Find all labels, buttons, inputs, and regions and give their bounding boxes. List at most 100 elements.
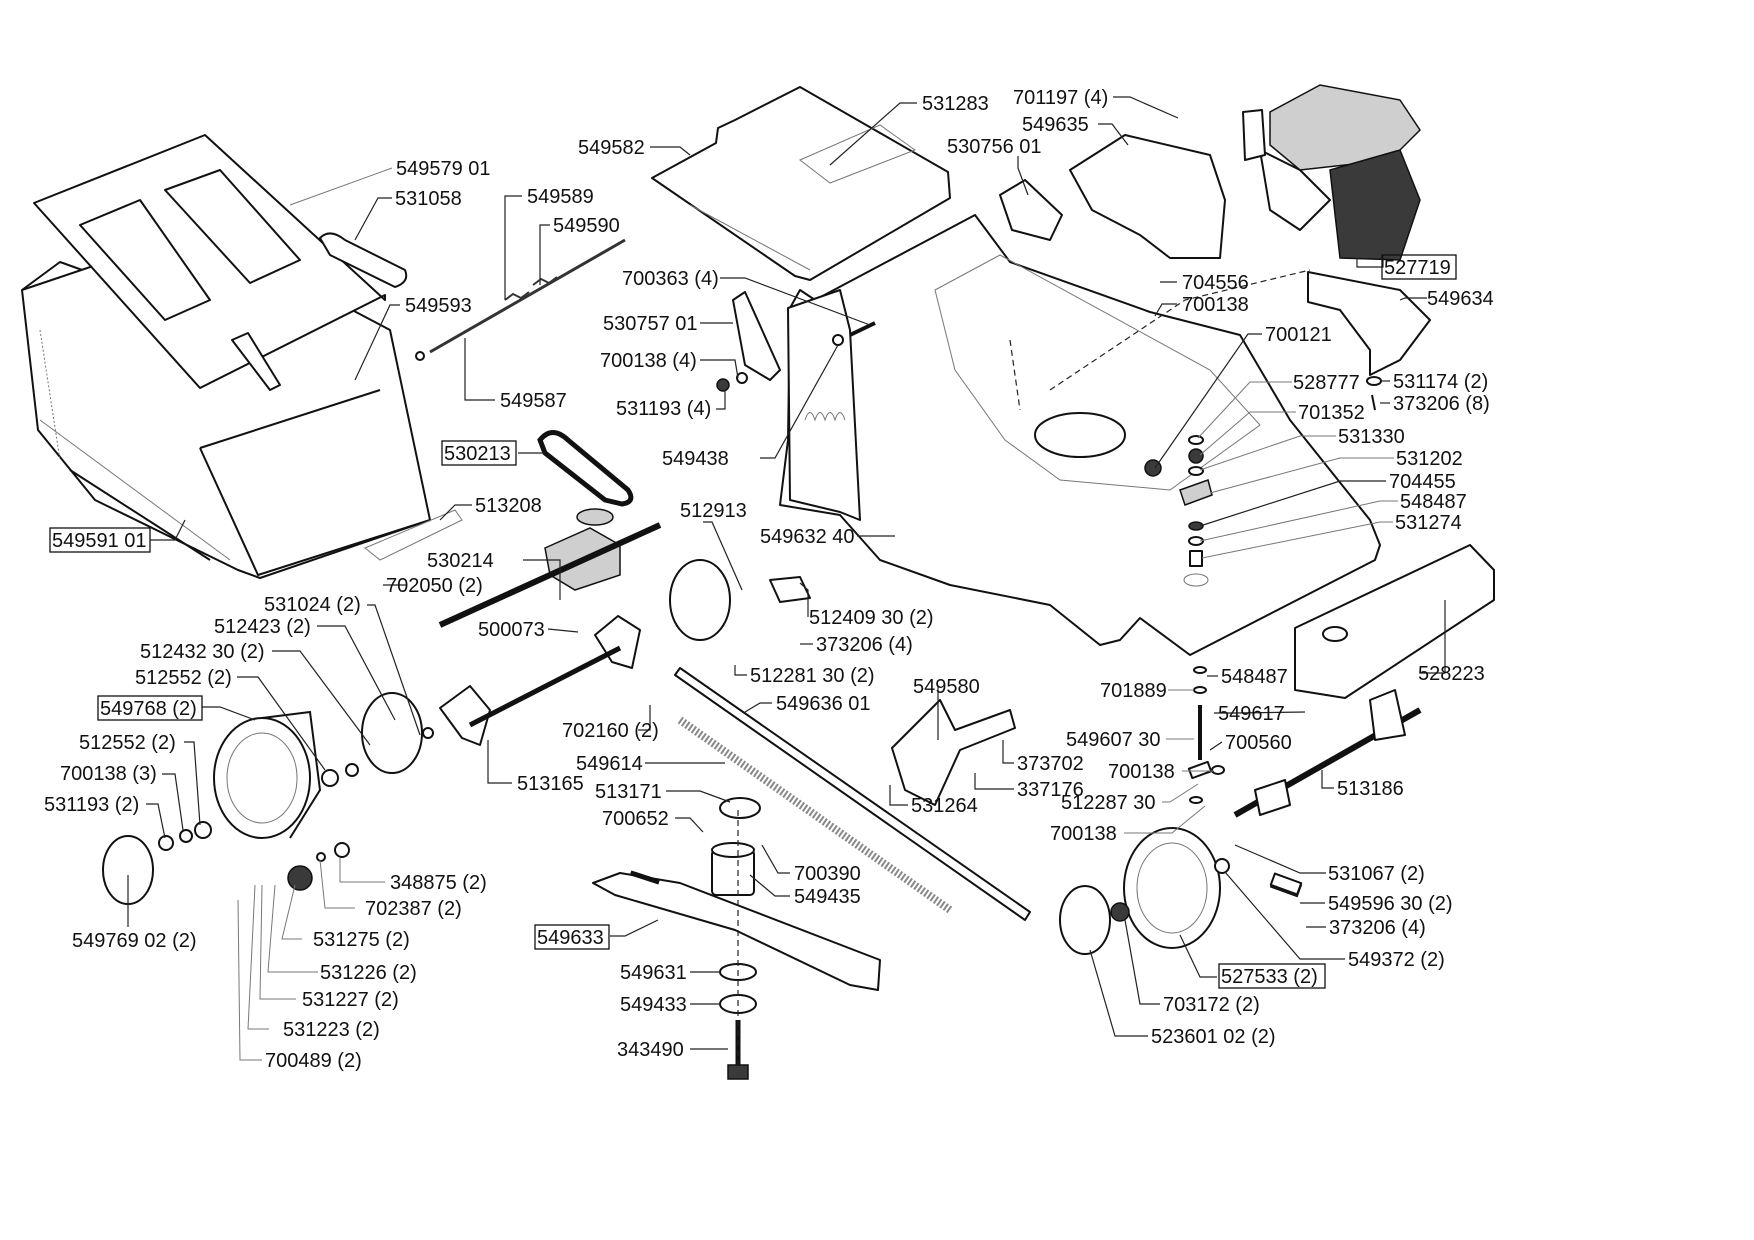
cutting-blade [592, 870, 881, 991]
part-label: 531202 [1396, 448, 1463, 470]
part-label: 531227 (2) [302, 989, 399, 1011]
catcher-rod [415, 238, 626, 361]
part-label: 531024 (2) [264, 594, 361, 616]
left-wheel [213, 710, 322, 839]
part-label: 702387 (2) [365, 898, 462, 920]
part-label: 528777 [1293, 372, 1360, 394]
part-label: 531058 [395, 188, 462, 210]
part-label: 700138 (3) [60, 763, 157, 785]
part-label: 373702 [1017, 753, 1084, 775]
part-label-box [534, 924, 610, 950]
right-wheel-hubcap [1059, 885, 1111, 955]
part-label: 700390 [794, 863, 861, 885]
part-label: 549580 [913, 676, 980, 698]
part-label: 500073 [478, 619, 545, 641]
part-labels: 549579 01 531058 549589 549590 549593 54… [44, 87, 1494, 1072]
drive-belt [537, 430, 634, 507]
part-label: 527533 (2) [1221, 966, 1318, 988]
part-label-box [49, 527, 151, 553]
part-label: 701352 [1298, 402, 1365, 424]
part-label-box [1218, 963, 1326, 989]
leader-lines [127, 96, 1446, 1061]
part-label: 549607 30 [1066, 729, 1161, 751]
part-label: 549632 40 [760, 526, 855, 548]
part-label: 528223 [1418, 663, 1485, 685]
part-label: 700560 [1225, 732, 1292, 754]
part-label: 549633 [537, 927, 604, 949]
part-label: 530213 [444, 443, 511, 465]
part-label: 373206 (4) [1329, 917, 1426, 939]
part-label: 701889 [1100, 680, 1167, 702]
part-label: 549596 30 (2) [1328, 893, 1453, 915]
part-label: 700138 [1182, 294, 1249, 316]
throttle-bracket [999, 179, 1063, 241]
tension-spring [677, 716, 953, 914]
left-gear [287, 865, 313, 891]
part-label: 531067 (2) [1328, 863, 1425, 885]
part-label: 700138 [1050, 823, 1117, 845]
part-label: 549593 [405, 295, 472, 317]
part-label: 373206 (8) [1393, 393, 1490, 415]
rear-axle-bracket [439, 615, 641, 746]
part-label: 549635 [1022, 114, 1089, 136]
part-label: 531174 (2) [1393, 371, 1488, 393]
part-label: 700489 (2) [265, 1050, 362, 1072]
part-label: 549590 [553, 215, 620, 237]
deck-side-plate [787, 289, 861, 521]
part-label: 548487 [1400, 491, 1467, 513]
part-label: 373206 (4) [816, 634, 913, 656]
right-wheel [1123, 827, 1221, 949]
part-label: 549433 [620, 994, 687, 1016]
grass-catcher-lid [33, 134, 386, 391]
part-label: 701197 (4) [1013, 87, 1108, 109]
engine-shroud [1069, 134, 1226, 259]
part-label-box [1381, 254, 1457, 280]
part-label: 700138 [1108, 761, 1175, 783]
part-label: 337176 [1017, 779, 1084, 801]
right-drive-disc [669, 559, 731, 641]
part-label: 512913 [680, 500, 747, 522]
part-label: 512423 (2) [214, 616, 311, 638]
mulch-insert [891, 699, 1016, 806]
height-bracket [716, 291, 876, 392]
part-label: 530757 01 [603, 313, 698, 335]
discharge-cover [1294, 544, 1495, 699]
rear-flap [651, 86, 951, 281]
part-label: 700138 (4) [600, 350, 697, 372]
part-label: 531193 (2) [44, 794, 139, 816]
part-label: 549587 [500, 390, 567, 412]
part-label: 700652 [602, 808, 669, 830]
part-label: 531264 [911, 795, 978, 817]
blade-pulley [719, 797, 761, 819]
part-label: 700121 [1265, 324, 1332, 346]
part-label: 704455 [1389, 471, 1456, 493]
part-label: 549438 [662, 448, 729, 470]
part-label: 527719 [1384, 257, 1451, 279]
part-label: 531283 [922, 93, 989, 115]
part-label: 513171 [595, 781, 662, 803]
part-label: 549582 [578, 137, 645, 159]
part-label: 549769 02 (2) [72, 930, 197, 952]
part-label: 531330 [1338, 426, 1405, 448]
part-label: 704556 [1182, 272, 1249, 294]
part-label: 549589 [527, 186, 594, 208]
left-drive-disc [361, 692, 423, 774]
part-label: 549617 [1218, 703, 1285, 725]
part-label: 513208 [475, 495, 542, 517]
part-label: 530756 01 [947, 136, 1042, 158]
part-label: 531223 (2) [283, 1019, 380, 1041]
part-label: 549579 01 [396, 158, 491, 180]
catcher-handle-grip [319, 232, 408, 288]
deck-fasteners-stack [1144, 376, 1382, 587]
part-label: 548487 [1221, 666, 1288, 688]
part-label: 531226 (2) [320, 962, 417, 984]
part-label-box [441, 440, 517, 466]
part-label: 700363 (4) [622, 268, 719, 290]
part-label: 512552 (2) [79, 732, 176, 754]
part-label: 523601 02 (2) [1151, 1026, 1276, 1048]
part-label: 549372 (2) [1348, 949, 1445, 971]
part-label: 513186 [1337, 778, 1404, 800]
part-label: 531274 [1395, 512, 1462, 534]
part-label: 703172 (2) [1163, 994, 1260, 1016]
